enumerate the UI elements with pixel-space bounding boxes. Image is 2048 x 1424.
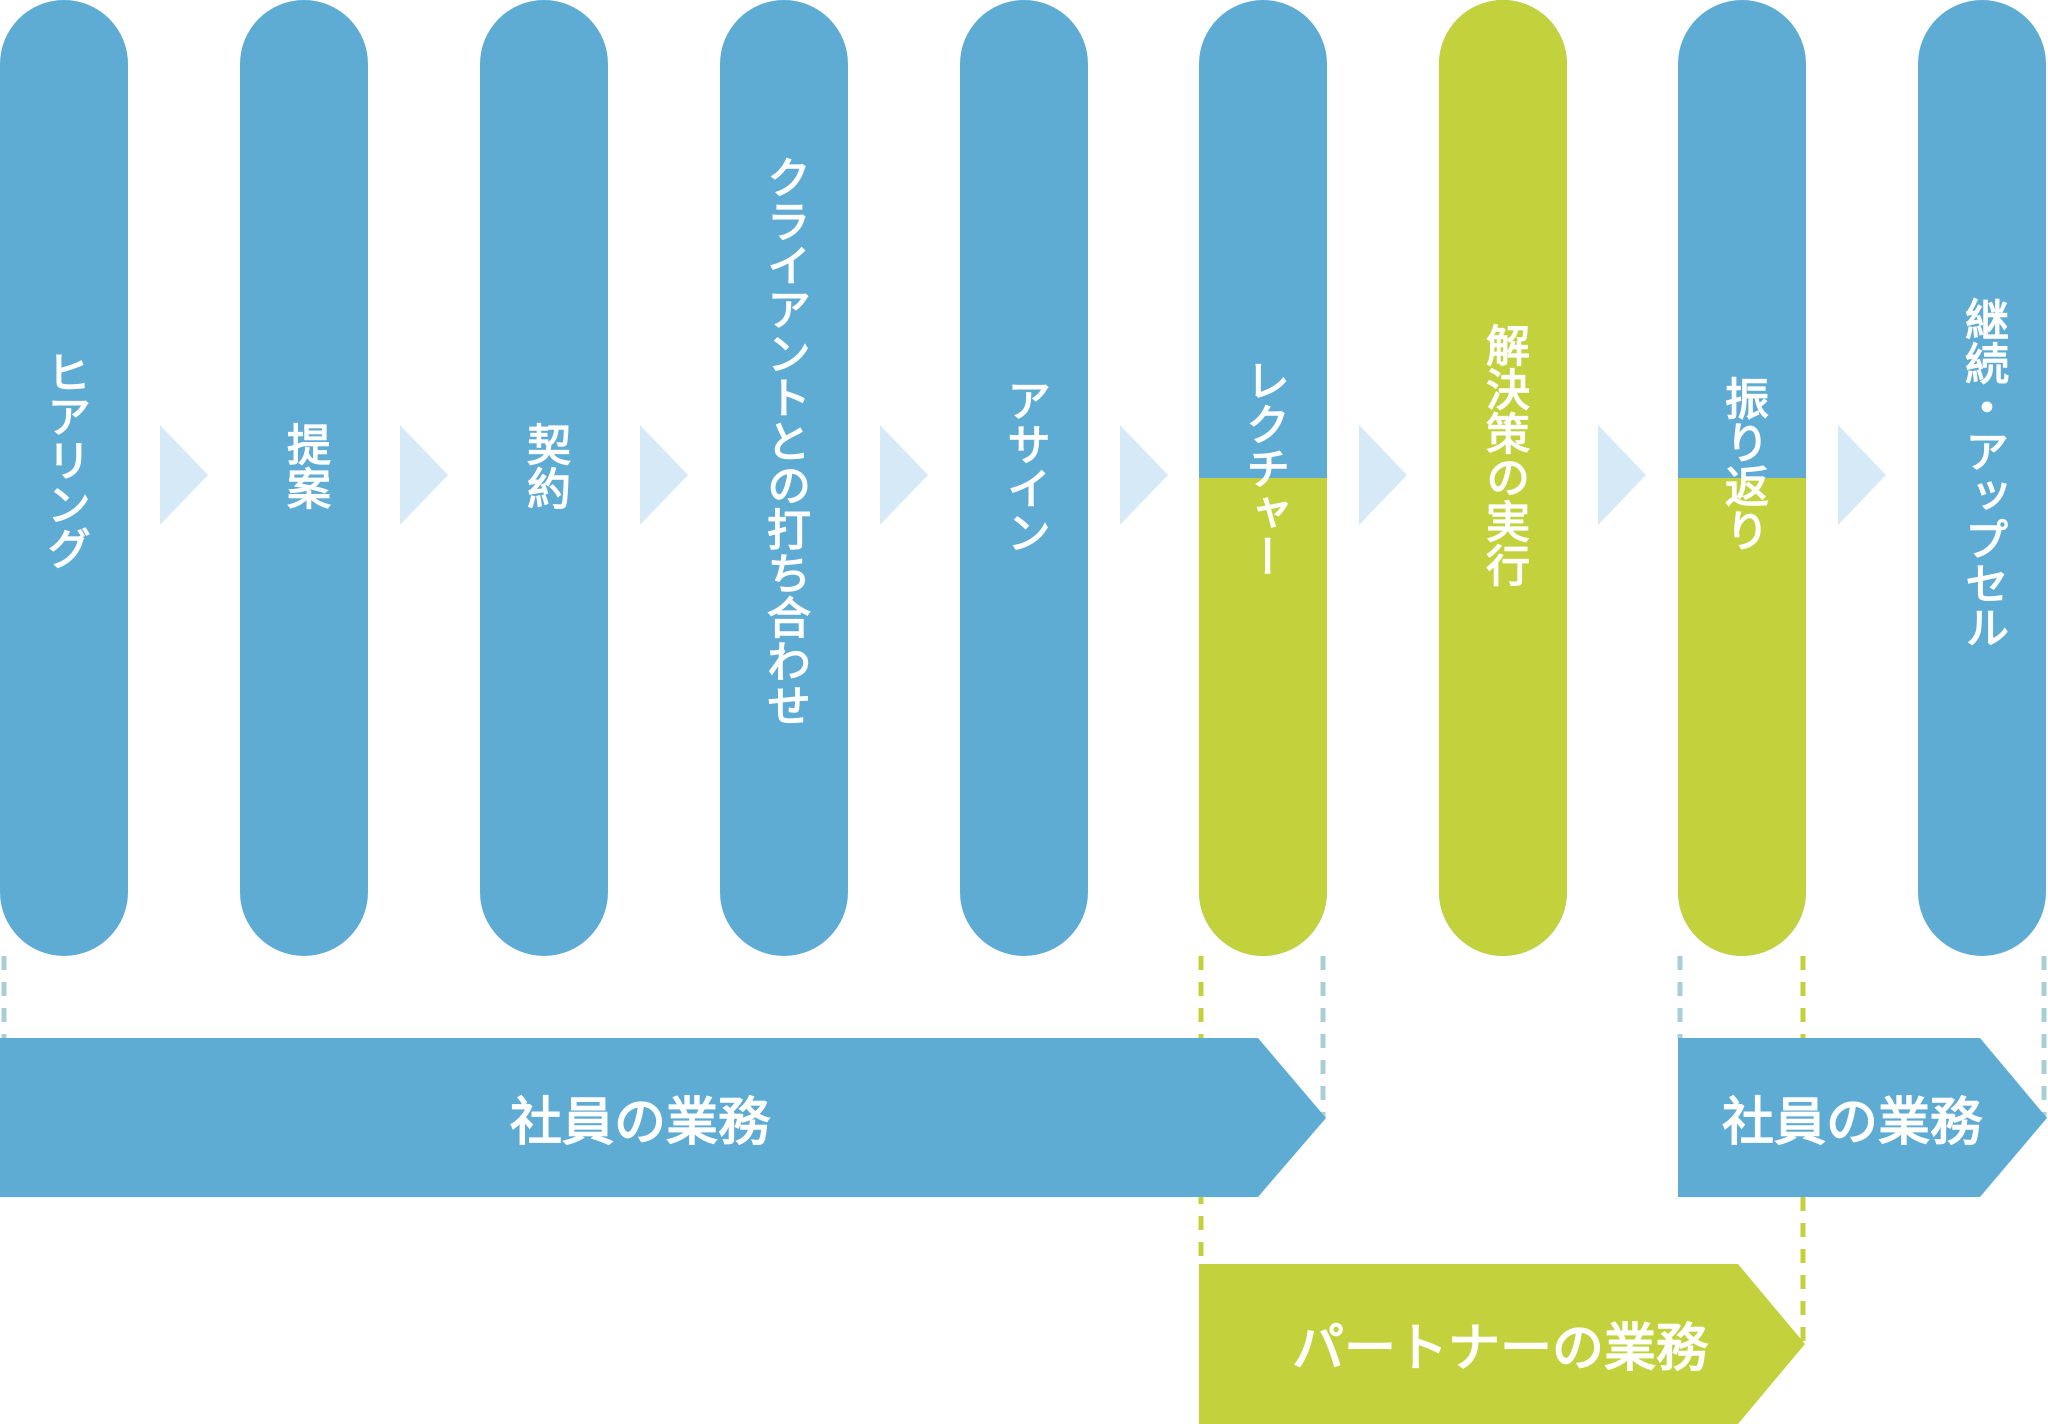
step-pill-3: 契約 (480, 0, 608, 956)
step-pill-4: クライアントとの打ち合わせ (720, 0, 848, 956)
step-pill-fill (0, 0, 128, 956)
step-arrow-7 (1598, 425, 1646, 525)
step-pill-1: ヒアリング (0, 0, 128, 956)
step-pill-fill (1918, 0, 2046, 956)
step-pill-fill (240, 0, 368, 956)
step-label: クライアントとの打ち合わせ (759, 155, 810, 727)
dashed-guides (1, 956, 2047, 1344)
step-pill-fill (720, 0, 848, 956)
step-label: 提案 (279, 422, 330, 510)
step-label: レクチャー (1238, 358, 1289, 578)
step-pill-2: 提案 (240, 0, 368, 956)
step-label: ヒアリング (39, 350, 90, 570)
step-arrow-4 (880, 425, 928, 525)
employee-task-band-1 (0, 1038, 1326, 1197)
partner-task-band (1199, 1264, 1805, 1424)
step-pill-fill (480, 0, 608, 956)
step-arrow-6 (1359, 425, 1407, 525)
partner-portion-fill (1199, 478, 1327, 956)
step-label: 継続・アップセル (1957, 297, 2008, 649)
step-arrow-1 (160, 425, 208, 525)
step-pill-9: 継続・アップセル (1918, 0, 2046, 956)
step-pill-fill (960, 0, 1088, 956)
employee-task-band-2 (1678, 1038, 2047, 1197)
step-label: 契約 (519, 422, 570, 510)
employee-task-label-2: 社員の業務 (1722, 1093, 1983, 1153)
step-arrow-5 (1120, 425, 1168, 525)
step-arrow-8 (1838, 425, 1886, 525)
step-pill-7: 解決策の実行 (1439, 0, 1567, 956)
step-label: 振り返り (1717, 376, 1768, 552)
step-label: アサイン (999, 378, 1050, 554)
step-arrow-3 (640, 425, 688, 525)
step-label: 解決策の実行 (1478, 323, 1529, 587)
step-pill-5: アサイン (960, 0, 1088, 956)
step-arrow-2 (400, 425, 448, 525)
step-pill-8: 振り返り (1678, 0, 1806, 956)
step-arrows (160, 425, 1886, 525)
partner-portion-fill (1678, 478, 1806, 956)
partner-portion-fill (1439, 0, 1567, 956)
step-pill-6: レクチャー (1199, 0, 1327, 956)
partner-task-label: パートナーの業務 (1292, 1319, 1709, 1379)
employee-task-label-1: 社員の業務 (510, 1093, 771, 1153)
